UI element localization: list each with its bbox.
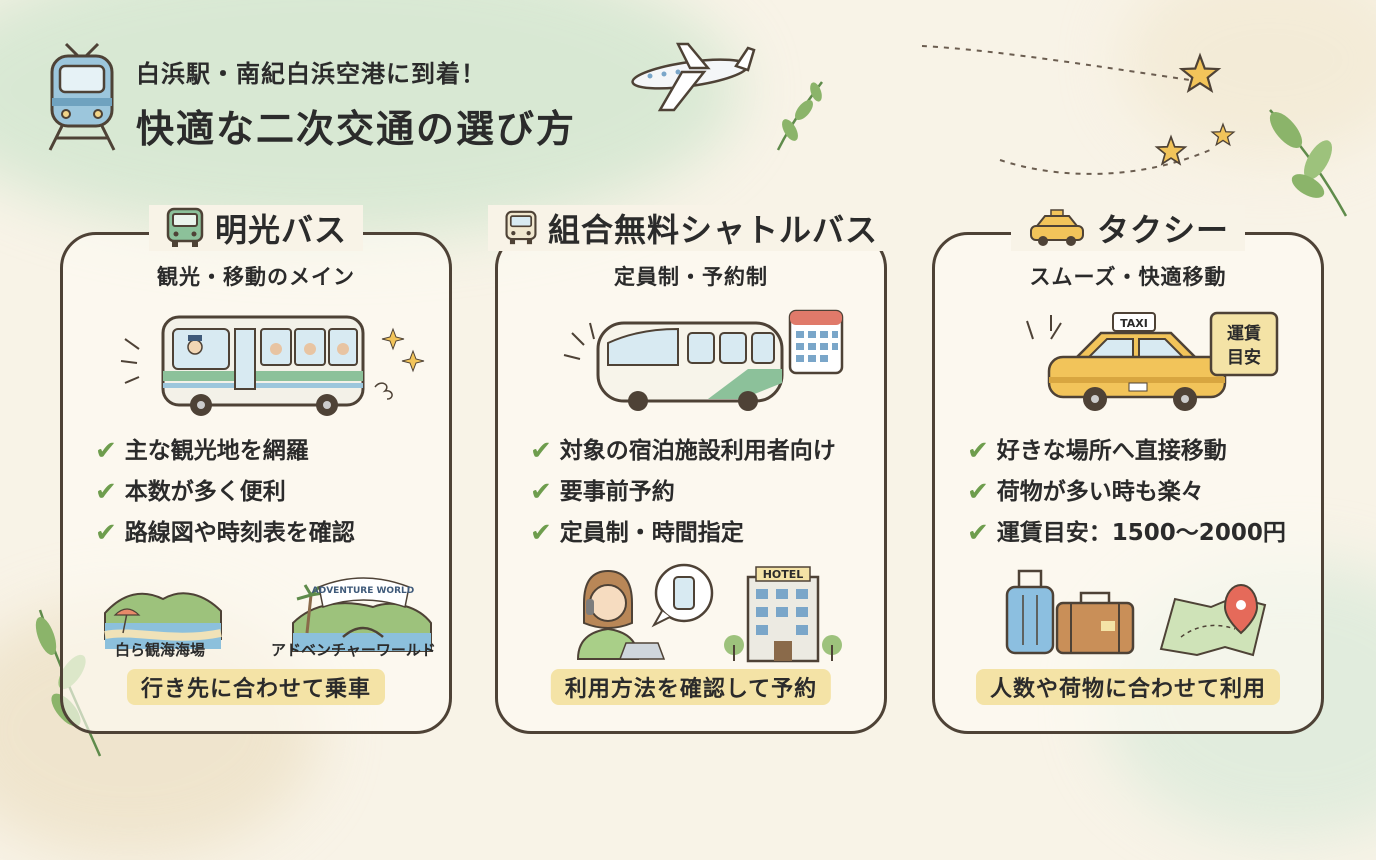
check-icon: ✔ bbox=[530, 477, 552, 507]
check-icon: ✔ bbox=[530, 436, 552, 466]
summary-banner: 行き先に合わせて乗車 bbox=[126, 669, 386, 705]
card-tagline: スムーズ・快適移動 bbox=[1029, 265, 1227, 289]
reservation-illustration: HOTEL bbox=[576, 563, 842, 663]
spot-label-adventure-world: アドベンチャーワールド bbox=[271, 641, 436, 659]
card-meiko-bus: 明光バス 観光・移動のメイン ✔主な観光地を網羅 ✔本数が多く便利 ✔路線図や時… bbox=[60, 205, 452, 734]
star-icon bbox=[1210, 122, 1236, 147]
summary-banner: 人数や荷物に合わせて利用 bbox=[975, 669, 1281, 705]
card-title: タクシー bbox=[1096, 211, 1230, 249]
feature-list: ✔対象の宿泊施設利用者向け ✔要事前予約 ✔定員制・時間指定 bbox=[530, 431, 836, 554]
check-icon: ✔ bbox=[95, 518, 117, 548]
check-icon: ✔ bbox=[967, 436, 989, 466]
card-tagline: 定員制・予約制 bbox=[614, 265, 768, 289]
spot-label-beach: 白ら観海海場 bbox=[115, 641, 206, 659]
leaf-icon bbox=[776, 81, 824, 151]
check-icon: ✔ bbox=[530, 518, 552, 548]
card-taxi: タクシー スムーズ・快適移動 TAXI 運賃 目安 ✔好きな場所へ直接移動 ✔荷… bbox=[932, 205, 1324, 734]
leaf-icon bbox=[1269, 109, 1348, 217]
list-item: ✔本数が多く便利 bbox=[95, 472, 355, 513]
route-bus-illustration bbox=[120, 315, 425, 416]
card-shuttle-bus: 組合無料シャトルバス 定員制・予約制 ✔対象の宿泊施設利用者向け ✔要事前予約 … bbox=[487, 205, 895, 734]
check-icon: ✔ bbox=[967, 518, 989, 548]
smartphone-icon bbox=[673, 576, 695, 610]
list-item: ✔好きな場所へ直接移動 bbox=[967, 431, 1286, 472]
train-icon bbox=[48, 42, 116, 151]
sightseeing-illustration: ADVENTURE WORLD bbox=[104, 577, 432, 652]
airplane-icon bbox=[631, 42, 756, 112]
fare-tag bbox=[1209, 311, 1279, 377]
suitcase-icon bbox=[1005, 585, 1055, 655]
suitcase-icon bbox=[1055, 601, 1135, 655]
flight-path bbox=[921, 45, 1211, 175]
list-item: ✔定員制・時間指定 bbox=[530, 513, 836, 554]
card-tagline: 観光・移動のメイン bbox=[157, 265, 355, 289]
feature-list: ✔好きな場所へ直接移動 ✔荷物が多い時も楽々 ✔運賃目安：1500〜2000円 bbox=[967, 431, 1286, 554]
fare-tag-line-2: 目安 bbox=[1227, 347, 1261, 368]
taxi-icon bbox=[1029, 209, 1084, 246]
list-item: ✔運賃目安：1500〜2000円 bbox=[967, 513, 1286, 554]
page-title: 快適な二次交通の選び方 bbox=[136, 107, 577, 151]
bus-icon bbox=[505, 210, 537, 245]
luggage-map-illustration bbox=[1005, 569, 1267, 657]
list-item: ✔要事前予約 bbox=[530, 472, 836, 513]
bus-icon bbox=[166, 207, 204, 247]
page-subtitle: 白浜駅・南紀白浜空港に到着！ bbox=[136, 60, 486, 88]
feature-list: ✔主な観光地を網羅 ✔本数が多く便利 ✔路線図や時刻表を確認 bbox=[95, 431, 355, 554]
shuttle-bus-illustration bbox=[563, 309, 844, 411]
check-icon: ✔ bbox=[95, 436, 117, 466]
check-icon: ✔ bbox=[95, 477, 117, 507]
check-icon: ✔ bbox=[967, 477, 989, 507]
taxi-illustration: TAXI 運賃 目安 bbox=[1026, 311, 1279, 411]
fare-tag-line-1: 運賃 bbox=[1227, 323, 1261, 344]
card-title: 明光バス bbox=[214, 211, 348, 249]
card-header: タクシー bbox=[1010, 205, 1246, 251]
summary-banner: 利用方法を確認して予約 bbox=[550, 669, 832, 705]
card-title: 組合無料シャトルバス bbox=[547, 211, 879, 249]
card-header: 組合無料シャトルバス bbox=[487, 205, 895, 251]
list-item: ✔荷物が多い時も楽々 bbox=[967, 472, 1286, 513]
star-icon bbox=[1154, 134, 1188, 166]
hotel-sign: HOTEL bbox=[763, 568, 804, 581]
header: 白浜駅・南紀白浜空港に到着！ 快適な二次交通の選び方 bbox=[40, 36, 660, 166]
list-item: ✔対象の宿泊施設利用者向け bbox=[530, 431, 836, 472]
adventure-world-sign: ADVENTURE WORLD bbox=[312, 586, 414, 596]
star-icon bbox=[1178, 52, 1222, 94]
taxi-roof-sign: TAXI bbox=[1120, 317, 1148, 330]
card-header: 明光バス bbox=[148, 205, 364, 251]
list-item: ✔主な観光地を網羅 bbox=[95, 431, 355, 472]
list-item: ✔路線図や時刻表を確認 bbox=[95, 513, 355, 554]
